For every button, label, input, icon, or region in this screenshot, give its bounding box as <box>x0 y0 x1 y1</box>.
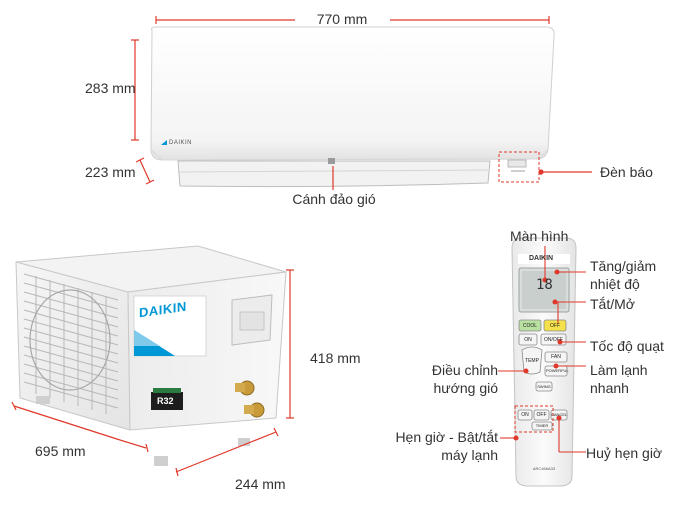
outdoor-dimensions <box>11 269 294 477</box>
on-off-button[interactable]: ON/OFF <box>544 337 563 343</box>
temp-label-line1: Tăng/giảm <box>590 258 657 274</box>
indoor-brand-text: DAIKIN <box>169 140 193 146</box>
power-label: Tắt/Mở <box>590 296 635 312</box>
indoor-height-label: 283 mm <box>85 80 136 96</box>
temp-button[interactable]: TEMP <box>525 358 539 364</box>
louver-label: Cánh đảo gió <box>292 191 376 207</box>
timer-label-line2: máy lạnh <box>441 447 498 463</box>
indoor-width-label: 770 mm <box>316 11 368 27</box>
outdoor-depth-label: 244 mm <box>235 476 286 492</box>
outdoor-unit <box>15 245 287 466</box>
display-label: Màn hình <box>510 228 569 244</box>
indoor-depth-label: 223 mm <box>85 164 136 180</box>
timer-label-line1: Hẹn giờ - Bật/tắt <box>395 429 498 445</box>
cancel-timer-label: Huỷ hẹn giờ <box>586 445 663 461</box>
swing-button[interactable]: SWING <box>537 384 551 389</box>
off-button[interactable]: OFF <box>550 323 560 329</box>
remote-brand-text: DAIKIN <box>529 255 554 262</box>
remote-model-text: ARC466A33 <box>532 466 556 471</box>
indoor-dimensions <box>131 16 592 190</box>
swing-label-line2: hướng gió <box>433 380 498 396</box>
timer-on-button[interactable]: ON <box>521 412 529 418</box>
timer-button[interactable]: TIMER <box>535 423 549 428</box>
outdoor-width-label: 695 mm <box>35 443 86 459</box>
fan-button[interactable]: FAN <box>551 354 561 360</box>
indicator-light-label: Đèn báo <box>600 164 653 180</box>
outdoor-height-label: 418 mm <box>310 350 361 366</box>
cool-button[interactable]: COOL <box>522 323 538 329</box>
temp-label-line2: nhiệt độ <box>590 276 640 292</box>
fan-speed-label: Tốc độ quạt <box>590 338 664 354</box>
powerful-label-line2: nhanh <box>590 380 629 396</box>
timer-off-button[interactable]: OFF <box>536 412 547 418</box>
indoor-unit <box>150 26 555 188</box>
powerful-button[interactable]: POWERFUL <box>546 368 569 373</box>
remote-callouts <box>498 246 586 453</box>
swing-label-line1: Điều chỉnh <box>431 362 498 378</box>
r32-badge: R32 <box>157 396 174 406</box>
powerful-label-line1: Làm lạnh <box>590 362 648 378</box>
on-button[interactable]: ON <box>524 337 532 343</box>
remote-lcd-digits: 18 <box>536 277 553 293</box>
cancel-button[interactable]: CANCEL <box>551 412 568 417</box>
